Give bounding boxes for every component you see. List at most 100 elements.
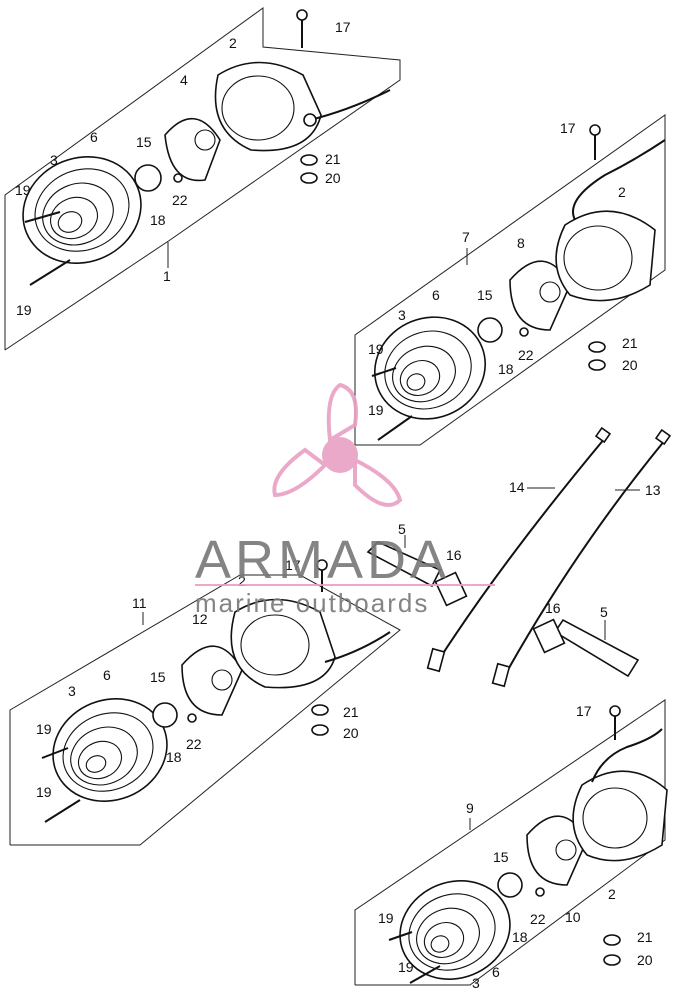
middle-parts: 14 13 5 16 16 5 [366, 426, 672, 688]
callout-20: 20 [637, 952, 653, 968]
washer-21 [588, 341, 606, 353]
assembly-group-9: 17 9 15 2 22 10 18 19 19 3 6 21 20 [354, 699, 668, 991]
callout-17: 17 [560, 120, 576, 136]
washer-21 [311, 704, 329, 716]
washer-21 [300, 154, 318, 166]
callout-6: 6 [103, 667, 111, 683]
callout-2: 2 [229, 35, 237, 51]
callout-11: 11 [132, 595, 147, 611]
callout-22: 22 [530, 911, 546, 927]
callout-19: 19 [16, 302, 32, 318]
callout-18: 18 [166, 749, 182, 765]
callout-6: 6 [432, 287, 440, 303]
callout-12: 12 [192, 611, 208, 627]
assembly-group-11: 17 2 11 12 6 15 3 22 18 19 19 21 20 [9, 557, 401, 846]
screw-19 [388, 931, 413, 941]
nut-20 [311, 724, 329, 736]
lens-3 [399, 879, 511, 981]
watermark-brand: ARMADA [195, 530, 450, 590]
callout-21: 21 [622, 335, 638, 351]
callout-19: 19 [368, 402, 384, 418]
callout-19: 19 [378, 910, 394, 926]
callout-13: 13 [645, 482, 661, 498]
bolt-5 [553, 618, 640, 678]
callout-3: 3 [398, 307, 406, 323]
lens-3 [52, 698, 168, 802]
screw-19 [41, 747, 69, 759]
callout-17: 17 [285, 557, 301, 573]
callout-20: 20 [325, 170, 341, 186]
callout-22: 22 [172, 192, 188, 208]
callout-15: 15 [477, 287, 493, 303]
nut-22 [187, 713, 197, 723]
callout-22: 22 [518, 347, 534, 363]
bulb-15 [477, 317, 503, 343]
callout-14: 14 [509, 479, 525, 495]
callout-7: 7 [462, 229, 470, 245]
nut-22 [535, 887, 545, 897]
callout-18: 18 [512, 929, 528, 945]
callout-6: 6 [90, 129, 98, 145]
watermark-tagline: marine outboards [195, 588, 429, 618]
gasket-8 [509, 260, 571, 331]
callout-6: 6 [492, 964, 500, 980]
lens-3 [22, 156, 142, 264]
housing-2 [230, 598, 336, 689]
gasket-10 [526, 815, 588, 886]
washer-21 [603, 934, 621, 946]
nut-16 [532, 618, 566, 654]
bulb-15 [497, 872, 523, 898]
housing-2 [555, 210, 656, 302]
wire-14 [439, 437, 606, 659]
gasket-4 [164, 117, 221, 182]
callout-1: 1 [163, 268, 171, 284]
callout-17: 17 [335, 19, 351, 35]
callout-21: 21 [343, 704, 359, 720]
callout-21: 21 [637, 929, 653, 945]
nut-20 [603, 954, 621, 966]
armada-watermark: ARMADA marine outboards [195, 382, 495, 618]
housing-2 [214, 61, 322, 152]
callout-19: 19 [368, 341, 384, 357]
callout-21: 21 [325, 151, 341, 167]
callout-20: 20 [622, 357, 638, 373]
assembly-group-1: 2 4 6 3 15 17 19 19 18 22 21 20 1 [4, 7, 401, 351]
callout-15: 15 [150, 669, 166, 685]
callout-18: 18 [150, 212, 166, 228]
callout-4: 4 [180, 72, 188, 88]
callout-20: 20 [343, 725, 359, 741]
nut-22 [519, 327, 529, 337]
nut-20 [300, 172, 318, 184]
nut-20 [588, 359, 606, 371]
bulb-15 [152, 702, 178, 728]
propeller-logo-icon [272, 382, 403, 507]
callout-19: 19 [398, 959, 414, 975]
callout-22: 22 [186, 736, 202, 752]
callout-19: 19 [36, 721, 52, 737]
nut-22 [173, 173, 183, 183]
callout-15: 15 [493, 849, 509, 865]
callout-3: 3 [472, 975, 480, 991]
lens-3 [374, 316, 486, 420]
callout-19: 19 [15, 182, 31, 198]
bolt-5 [366, 535, 442, 588]
bulb-15 [134, 164, 162, 192]
screw-19 [371, 367, 397, 377]
callout-15: 15 [136, 134, 152, 150]
callout-2: 2 [608, 886, 616, 902]
callout-18: 18 [498, 361, 514, 377]
wire-13 [504, 439, 666, 676]
callout-10: 10 [565, 909, 581, 925]
callout-3: 3 [50, 152, 58, 168]
callout-16: 16 [545, 600, 561, 616]
callout-8: 8 [517, 235, 525, 251]
callout-2: 2 [618, 184, 626, 200]
screw-19 [24, 211, 61, 223]
callout-3: 3 [68, 683, 76, 699]
assembly-group-7: 17 2 7 8 6 15 3 22 18 19 19 21 20 [354, 114, 666, 446]
callout-5: 5 [600, 604, 608, 620]
callout-5: 5 [398, 521, 406, 537]
callout-19: 19 [36, 784, 52, 800]
callout-16: 16 [446, 547, 462, 563]
